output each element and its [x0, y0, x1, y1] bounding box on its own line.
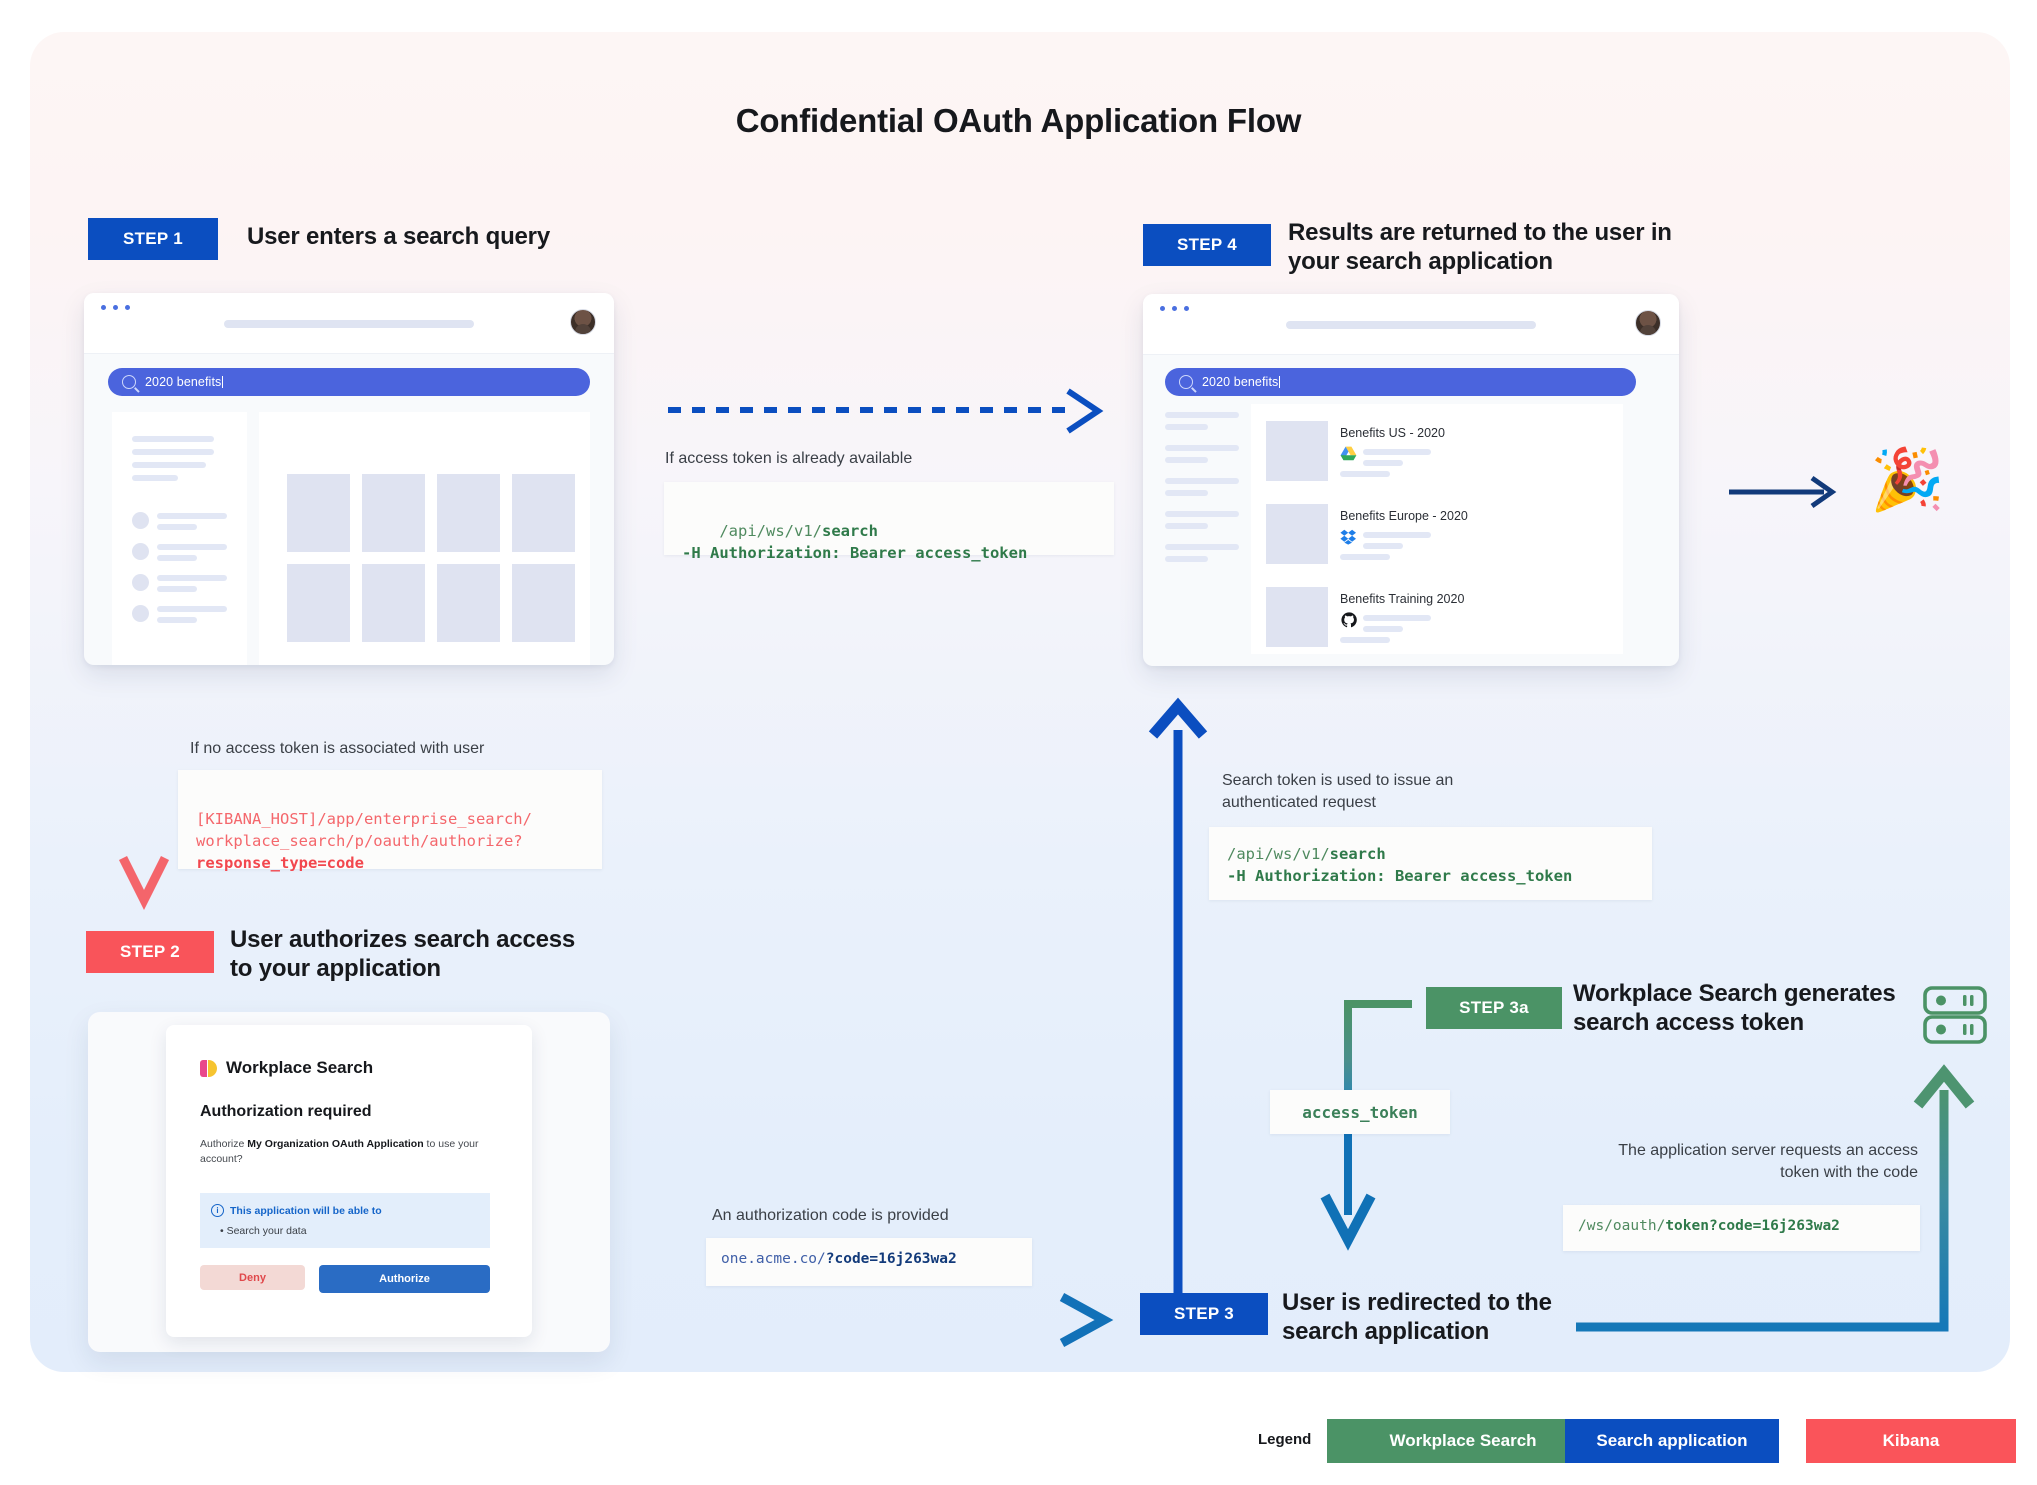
- result-row[interactable]: Benefits US - 2020: [1251, 404, 1623, 487]
- magnifier-icon: [122, 375, 136, 389]
- permission-item-text: Search your data: [226, 1225, 307, 1237]
- step-3-badge: STEP 3: [1140, 1293, 1268, 1335]
- google-drive-icon: [1340, 446, 1357, 461]
- window-dots-icon: [1160, 306, 1189, 311]
- search-application-window-step1[interactable]: 2020 benefits: [84, 293, 614, 665]
- search-application-window-step4[interactable]: 2020 benefits Benefits US - 2020: [1143, 294, 1679, 666]
- result-title: Benefits US - 2020: [1340, 426, 1445, 440]
- mid-code-line-1-bold: search: [1329, 845, 1386, 863]
- authorization-screen-frame: Workplace Search Authorization required …: [88, 1012, 610, 1352]
- party-popper-icon: 🎉: [1870, 446, 1945, 513]
- url-bar-placeholder: [224, 320, 474, 328]
- permissions-title-text: This application will be able to: [230, 1204, 382, 1217]
- authorization-card[interactable]: Workplace Search Authorization required …: [166, 1025, 532, 1337]
- code-kibana-authorize: [KIBANA_HOST]/app/enterprise_search/ wor…: [178, 770, 602, 872]
- text-caret: [1279, 376, 1281, 388]
- result-title: Benefits Training 2020: [1340, 592, 1465, 606]
- github-icon: [1341, 612, 1357, 628]
- code-redirect-with-code: one.acme.co/?code=16j263wa2: [706, 1238, 1032, 1286]
- legend-item-workplace-search: Workplace Search: [1327, 1419, 1599, 1463]
- results-grid-panel: [259, 412, 590, 665]
- mid-code-line-1-plain: /api/ws/v1/: [1227, 845, 1330, 863]
- search-input[interactable]: 2020 benefits: [108, 368, 590, 396]
- browser-chrome: [1143, 294, 1679, 355]
- redirect-code-bold: ?code=16j263wa2: [825, 1251, 957, 1267]
- code-search-request-mid: /api/ws/v1/search -H Authorization: Bear…: [1209, 827, 1652, 900]
- workplace-search-name: Workplace Search: [226, 1058, 374, 1077]
- browser-chrome: [84, 293, 614, 354]
- legend-label: Legend: [1258, 1431, 1312, 1448]
- step-4-title: Results are returned to the user in your…: [1288, 219, 1672, 275]
- authorize-button[interactable]: Authorize: [319, 1265, 490, 1293]
- step-3a-badge: STEP 3a: [1426, 987, 1562, 1029]
- label-token-available: If access token is already available: [665, 450, 913, 467]
- magnifier-icon: [1179, 375, 1193, 389]
- results-list-panel: Benefits US - 2020 Benefits Europe - 202…: [1251, 404, 1623, 654]
- server-rack-icon: [1923, 986, 1987, 1044]
- kibana-code-line-3: response_type=code: [196, 854, 364, 872]
- token-request-plain: /ws/oauth/: [1578, 1218, 1666, 1234]
- step-4-badge: STEP 4: [1143, 224, 1271, 266]
- workplace-search-logo: Workplace Search: [200, 1058, 373, 1078]
- page-title: Confidential OAuth Application Flow: [735, 102, 1302, 139]
- window-dots-icon: [101, 305, 130, 310]
- auth-body-prefix: Authorize: [200, 1138, 248, 1150]
- step-1-title: User enters a search query: [247, 223, 550, 250]
- search-input[interactable]: 2020 benefits: [1165, 368, 1636, 396]
- result-row[interactable]: Benefits Europe - 2020: [1251, 487, 1623, 570]
- facets-panel: [1165, 412, 1245, 562]
- step-1-badge: STEP 1: [88, 218, 218, 260]
- step-2-title: User authorizes search access to your ap…: [230, 926, 576, 982]
- workplace-search-mark-icon: [200, 1059, 217, 1077]
- code-line-1-plain: /api/ws/v1/: [719, 522, 822, 540]
- redirect-code-plain: one.acme.co/: [721, 1251, 826, 1267]
- info-icon: i: [211, 1204, 224, 1217]
- result-title: Benefits Europe - 2020: [1340, 509, 1468, 523]
- code-search-request-top: /api/ws/v1/search -H Authorization: Bear…: [664, 482, 1114, 562]
- legend-item-search-application: Search application: [1565, 1419, 1779, 1463]
- deny-button[interactable]: Deny: [200, 1265, 305, 1290]
- label-app-server-requests: The application server requests an acces…: [1618, 1142, 1918, 1181]
- step-3a-title: Workplace Search generates search access…: [1573, 980, 1896, 1036]
- permissions-info-box: i This application will be able to • Sea…: [200, 1193, 490, 1248]
- authorization-body: Authorize My Organization OAuth Applicat…: [200, 1137, 490, 1167]
- facets-panel: [112, 412, 247, 665]
- code-line-1-bold: search: [821, 522, 878, 540]
- kibana-code-line-1: [KIBANA_HOST]/app/enterprise_search/: [196, 810, 532, 828]
- authorization-heading: Authorization required: [200, 1103, 372, 1120]
- permission-item: • Search your data: [220, 1225, 307, 1237]
- user-avatar[interactable]: [1635, 310, 1661, 336]
- auth-body-app: My Organization OAuth Application: [247, 1138, 424, 1150]
- code-line-2: -H Authorization: Bearer access_token: [682, 544, 1028, 562]
- kibana-code-line-2: workplace_search/p/oauth/authorize?: [196, 832, 523, 850]
- search-query-text: 2020 benefits: [1202, 375, 1279, 389]
- dropbox-icon: [1340, 529, 1356, 545]
- label-auth-code-provided: An authorization code is provided: [712, 1207, 949, 1224]
- step-2-badge: STEP 2: [86, 931, 214, 973]
- auth-body-suffix: to use your account?: [200, 1138, 479, 1165]
- mid-code-line-2: -H Authorization: Bearer access_token: [1227, 867, 1573, 885]
- label-search-token-used: Search token is used to issue an authent…: [1222, 772, 1454, 811]
- url-bar-placeholder: [1286, 321, 1536, 329]
- step-3-title: User is redirected to the search applica…: [1282, 1289, 1552, 1345]
- permissions-title: i This application will be able to: [211, 1204, 382, 1217]
- access-token-label: access_token: [1270, 1090, 1450, 1134]
- user-avatar[interactable]: [570, 309, 596, 335]
- token-request-bold: token?code=16j263wa2: [1665, 1218, 1840, 1234]
- search-query-text: 2020 benefits: [145, 375, 222, 389]
- result-row[interactable]: Benefits Training 2020: [1251, 570, 1623, 653]
- legend-item-kibana: Kibana: [1806, 1419, 2016, 1463]
- label-no-token: If no access token is associated with us…: [190, 740, 485, 757]
- text-caret: [222, 376, 224, 388]
- code-token-request: /ws/oauth/token?code=16j263wa2: [1563, 1205, 1920, 1251]
